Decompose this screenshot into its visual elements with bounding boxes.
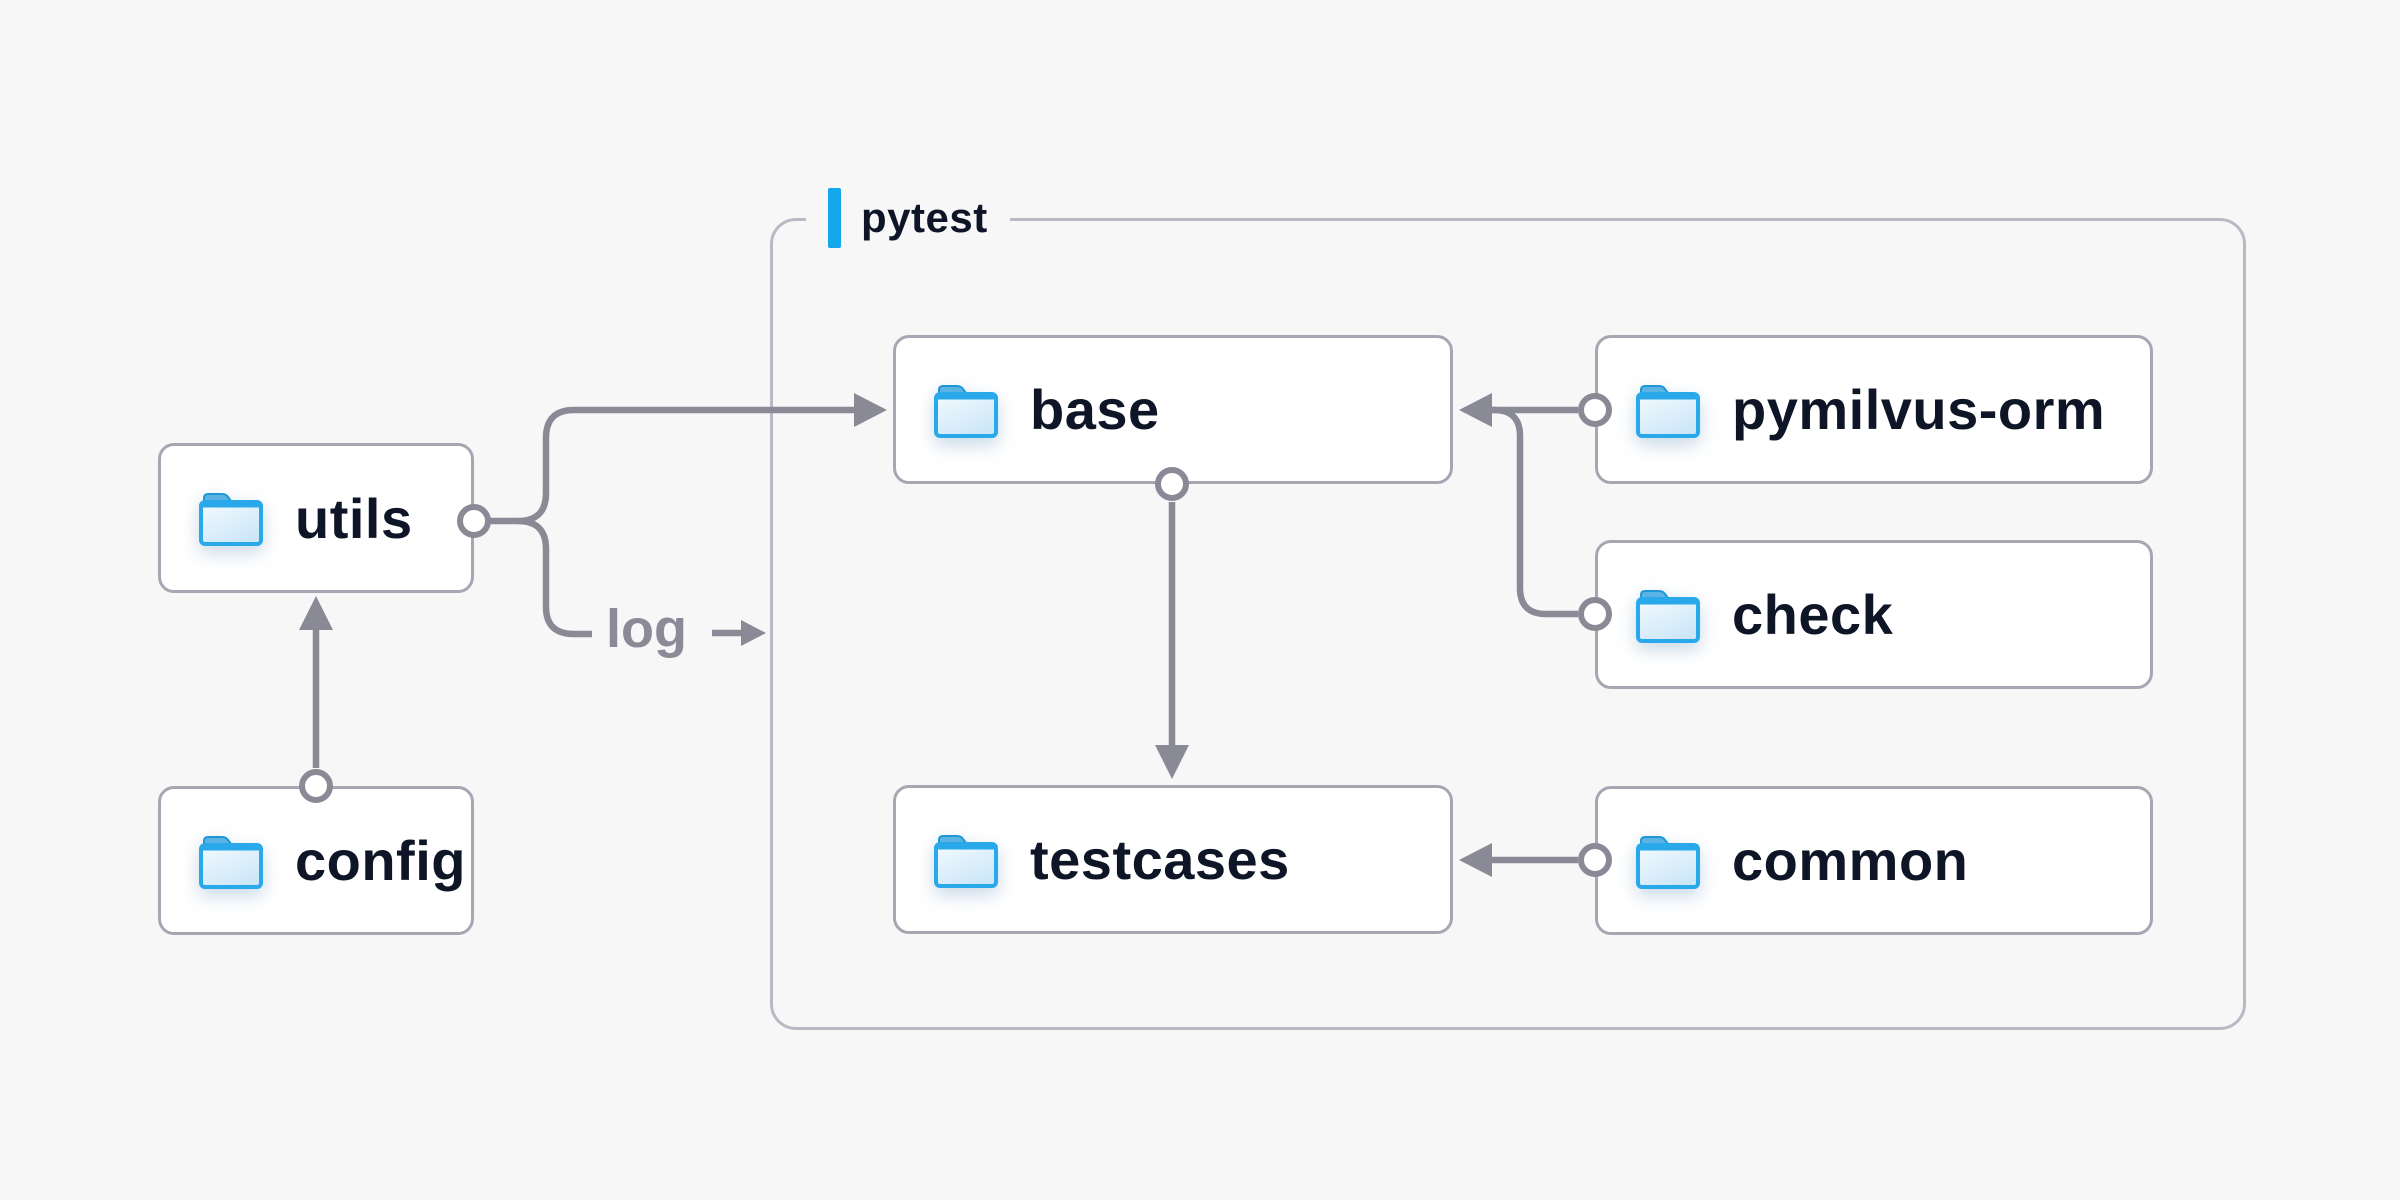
node-label: utils	[295, 486, 413, 550]
folder-icon	[1636, 835, 1700, 889]
group-label-text: pytest	[861, 194, 988, 241]
pytest-group-label: pytest	[806, 188, 1010, 248]
node-label: base	[1030, 378, 1160, 441]
log-arrow-icon	[741, 620, 766, 646]
node-check: check	[1595, 540, 2153, 689]
node-pymilvus-orm: pymilvus-orm	[1595, 335, 2153, 484]
node-label: testcases	[1030, 828, 1290, 891]
node-label: common	[1732, 829, 1969, 892]
folder-icon	[199, 493, 263, 546]
node-label: check	[1732, 583, 1894, 646]
edge-config-to-utils	[299, 596, 333, 803]
folder-icon	[1636, 589, 1700, 643]
node-common: common	[1595, 786, 2153, 935]
node-label: config	[295, 829, 466, 892]
folder-icon	[199, 835, 263, 889]
node-utils: utils	[158, 443, 474, 593]
folder-icon	[934, 384, 998, 438]
edge-label-log: log	[606, 599, 687, 660]
node-label: pymilvus-orm	[1732, 378, 2106, 441]
node-base: base	[893, 335, 1453, 484]
folder-icon	[1636, 384, 1700, 438]
pytest-group-box	[770, 218, 2246, 1030]
node-testcases: testcases	[893, 785, 1453, 934]
node-config: config	[158, 786, 474, 935]
accent-bar	[828, 188, 841, 248]
folder-icon	[934, 834, 998, 888]
